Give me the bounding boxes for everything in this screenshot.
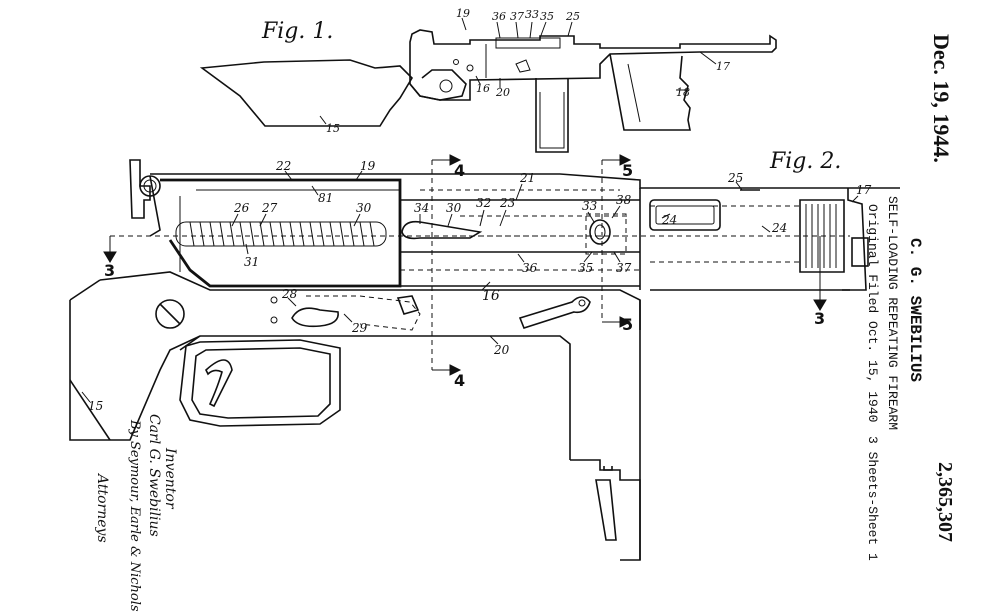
patent-figures: Fig. 1. Fig. 2. 19 36 37 33 35 25 17 18 … [69, 7, 900, 561]
fig1-ref-20: 20 [495, 86, 510, 99]
fig2-ref-25: 25 [727, 171, 743, 185]
fig2-ref-34: 34 [414, 201, 429, 215]
fig2-ref-24b: 24 [771, 221, 787, 235]
fig1-ref-17: 17 [716, 60, 730, 73]
section-5-bottom: 5 [622, 315, 633, 334]
fig2-ref-15: 15 [88, 399, 103, 413]
recoil-spring [175, 221, 387, 247]
fig2-ref-29: 29 [351, 321, 368, 335]
fig2-ref-23: 23 [499, 196, 516, 210]
fig2-ref-21: 21 [519, 171, 535, 185]
patent-date: Dec. 19, 1944. [929, 34, 954, 163]
fig2-ref-36: 36 [522, 261, 538, 275]
fig2-drawing [69, 154, 900, 561]
fig2-ref-20: 20 [493, 343, 510, 357]
fig1-ref-35: 35 [540, 10, 554, 23]
fig2-ref-28: 28 [281, 287, 298, 301]
fig1-ref-18: 18 [676, 86, 690, 99]
fig2-ref-35: 35 [578, 261, 593, 275]
fig2-ref-81: 81 [318, 191, 333, 205]
fig2-ref-17: 17 [856, 183, 872, 197]
signature-attorneys-label: Attorneys [94, 474, 110, 543]
fig2-ref-32: 32 [476, 196, 491, 210]
patent-drawing-sheet: Fig. 1. Fig. 2. 19 36 37 33 35 25 17 18 … [69, 7, 956, 612]
fig2-ref-19: 19 [360, 159, 376, 173]
fig2-ref-30b: 30 [446, 201, 462, 215]
fig1-ref-37: 37 [510, 10, 524, 23]
fig1-label: Fig. 1. [261, 19, 333, 44]
fig1-ref-19: 19 [456, 7, 470, 20]
fig2-ref-22: 22 [275, 159, 291, 173]
fig2-ref-26: 26 [233, 201, 250, 215]
fig2-ref-33: 33 [582, 199, 598, 213]
fig2-ref-16: 16 [482, 288, 500, 304]
fig1-drawing [199, 17, 777, 153]
section-3-right: 3 [814, 309, 825, 328]
sheet-count: 3 Sheets-Sheet 1 [865, 436, 880, 561]
section-5-top: 5 [622, 161, 633, 180]
fig1-ref-36: 36 [492, 10, 506, 23]
fig1-ref-33: 33 [525, 8, 539, 21]
section-3-left: 3 [104, 261, 115, 280]
fig1-ref-25: 25 [565, 10, 580, 23]
fig2-ref-27: 27 [261, 201, 278, 215]
patent-number: 2,365,307 [934, 462, 956, 542]
invention-title: SELF-LOADING REPEATING FIREARM [885, 196, 900, 431]
signature-inventor-label: Inventor [162, 448, 178, 509]
filing-date: Original Filed Oct. 15, 1940 [865, 204, 880, 423]
fig1-ref-15: 15 [326, 122, 340, 135]
section-4-bottom: 4 [454, 371, 465, 390]
signature-inventor-name: Carl G. Swebilius [146, 414, 162, 537]
section-4-top: 4 [454, 161, 465, 180]
fig2-ref-37: 37 [616, 261, 632, 275]
signature-attorneys-names: By Seymour, Earle & Nichols [127, 420, 142, 612]
fig2-label: Fig. 2. [769, 149, 841, 174]
fig2-ref-24a: 24 [661, 213, 677, 227]
fig2-ref-30a: 30 [356, 201, 372, 215]
fig2-ref-31: 31 [244, 255, 259, 269]
inventor-name: C. G. SWEBILIUS [906, 238, 924, 383]
fig1-ref-16: 16 [476, 82, 490, 95]
fig2-ref-38: 38 [616, 193, 632, 207]
